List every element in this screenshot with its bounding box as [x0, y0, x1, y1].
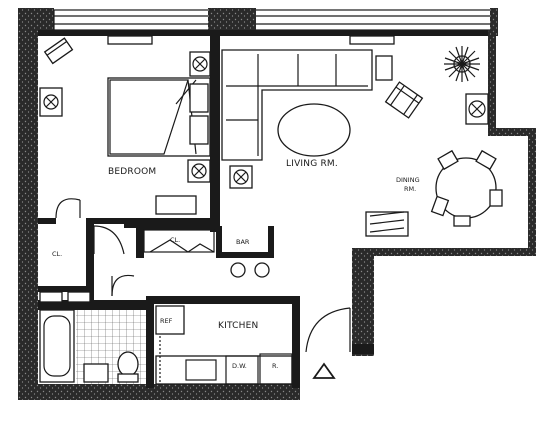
dining-chair — [453, 215, 471, 227]
north-arrow-icon — [312, 362, 336, 379]
living-room-label: LIVING RM. — [286, 159, 338, 169]
dining-room: DINING RM. — [396, 149, 503, 227]
refrigerator-box — [155, 305, 185, 335]
refrigerator-label: R. — [272, 362, 278, 370]
side-table — [375, 55, 393, 81]
kitchen-label: KITCHEN — [218, 321, 258, 331]
refrigerator-box-label: REF — [160, 317, 173, 325]
chair — [43, 37, 74, 65]
dining-chair — [437, 149, 459, 171]
entry — [305, 307, 351, 379]
dining-chair — [430, 195, 450, 217]
bedroom: BEDROOM — [39, 35, 211, 215]
kitchen: REF KITCHEN D.W. R. — [155, 305, 293, 385]
dining-chair — [489, 189, 503, 207]
closet-center-label: CL. — [170, 236, 180, 244]
closet-left: CL. — [39, 198, 91, 303]
interior-walls — [38, 36, 300, 388]
counter — [155, 355, 293, 385]
bar-stool — [230, 262, 246, 278]
closet-left-label: CL. — [52, 250, 62, 258]
bathtub — [39, 309, 75, 383]
hall-doors — [93, 225, 135, 297]
vanity — [83, 363, 109, 383]
toilet — [117, 351, 139, 377]
coffee-table — [277, 103, 351, 157]
dining-label-1: DINING — [396, 176, 420, 184]
bathroom — [39, 309, 146, 384]
closet-center: CL. — [143, 229, 215, 253]
dining-chair — [475, 149, 497, 171]
sectional-sofa — [221, 49, 373, 161]
bar: BAR — [230, 238, 270, 278]
bar-stool — [254, 262, 270, 278]
dishwasher-label: D.W. — [232, 362, 247, 370]
exterior-walls — [18, 8, 536, 400]
living-room: LIVING RM. — [221, 35, 489, 237]
armchair — [384, 81, 424, 119]
plant-icon — [444, 46, 480, 82]
bedroom-label: BEDROOM — [108, 167, 156, 177]
dining-label-2: RM. — [404, 185, 416, 193]
dresser — [155, 195, 197, 215]
bar-label: BAR — [236, 238, 250, 246]
